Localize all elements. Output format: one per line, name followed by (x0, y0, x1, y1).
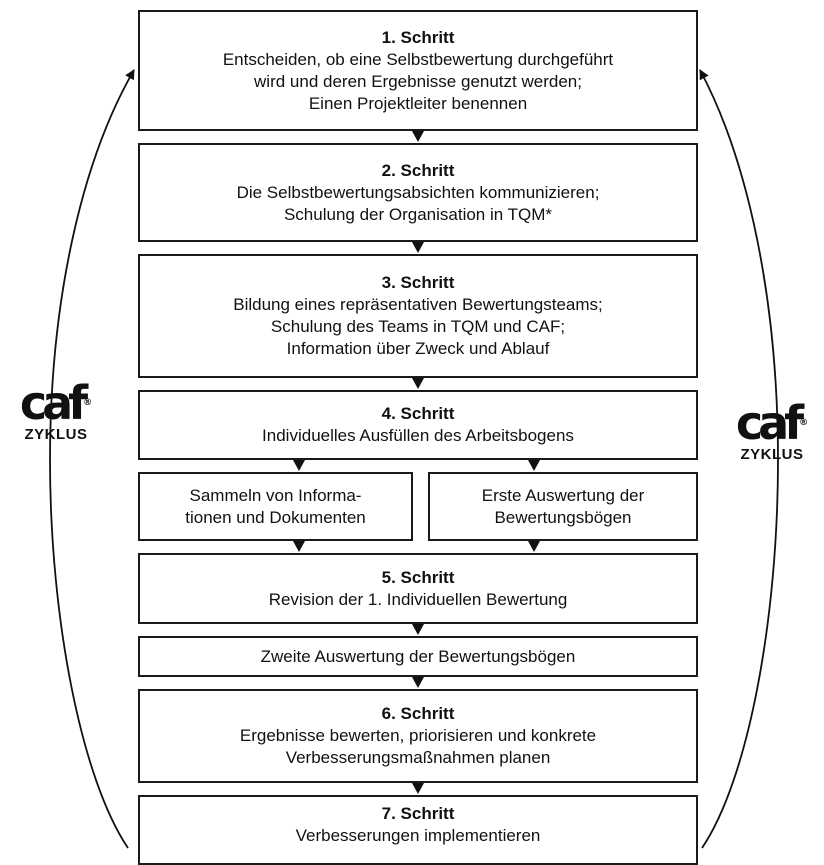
step-4a-line-1: Sammeln von Informa- (189, 485, 362, 505)
step-2-line-2: Schulung der Organisation in TQM* (283, 204, 553, 224)
caf-logo-trademark: ® (799, 418, 809, 428)
caf-logo-trademark: ® (83, 398, 93, 408)
caf-logo-left: caf® ZYKLUS (6, 380, 106, 444)
step-6-box: 6. Schritt Ergebnisse bewerten, priorisi… (138, 689, 698, 783)
arrow-4b-5 (528, 541, 540, 552)
step-3-line-2: Schulung des Teams in TQM und CAF; (270, 317, 566, 336)
arrow-1-2 (412, 131, 424, 142)
step-4a-box: Sammeln von Informa- tionen und Dokument… (138, 472, 413, 541)
step-3-box: 3. Schritt Bildung eines repräsentativen… (138, 254, 698, 378)
step-5b-box: Zweite Auswertung der Bewertungsbögen (138, 636, 698, 677)
step-2-line-1: Die Selbstbewertungsabsichten kommunizie… (236, 182, 600, 202)
step-4-title: 4. Schritt (381, 404, 455, 423)
caf-logo-text: caf (735, 396, 804, 450)
step-4b-line-1: Erste Auswertung der (481, 485, 645, 505)
arrow-2-3 (412, 242, 424, 253)
caf-logo-word: ZYKLUS (740, 446, 804, 463)
step-4-box: 4. Schritt Individuelles Ausfüllen des A… (138, 390, 698, 460)
step-7-title: 7. Schritt (381, 804, 455, 823)
caf-logo-word: ZYKLUS (24, 426, 88, 443)
step-6-line-1: Ergebnisse bewerten, priorisieren und ko… (239, 726, 597, 745)
arrow-3-4 (412, 378, 424, 389)
step-1-line-1: Entscheiden, ob eine Selbstbewertung dur… (222, 49, 614, 69)
step-5-title: 5. Schritt (381, 567, 455, 587)
arrow-5b-6 (412, 677, 424, 688)
cycle-arrow-right (699, 69, 779, 849)
step-1-title: 1. Schritt (381, 27, 455, 47)
arrow-4-4b (528, 460, 540, 471)
step-1-box: 1. Schritt Entscheiden, ob eine Selbstbe… (138, 10, 698, 131)
caf-logo-mark: caf® (6, 380, 106, 426)
step-1-line-2: wird und deren Ergebnisse genutzt werden… (254, 71, 582, 91)
caf-logo-mark: caf® (722, 400, 822, 446)
arrow-6-7 (412, 783, 424, 794)
step-5-box: 5. Schritt Revision der 1. Individuellen… (138, 553, 698, 624)
step-3-line-1: Bildung eines repräsentativen Bewertungs… (233, 295, 603, 314)
step-3-line-3: Information über Zweck und Ablauf (286, 339, 550, 358)
step-arrows (293, 131, 540, 794)
step-1-line-3: Einen Projektleiter benennen (308, 93, 528, 113)
step-6-title: 6. Schritt (381, 704, 455, 723)
caf-logo-right: caf® ZYKLUS (722, 400, 822, 464)
step-2-title: 2. Schritt (381, 160, 455, 180)
step-5-line-1: Revision der 1. Individuellen Bewertung (268, 589, 568, 609)
step-3-title: 3. Schritt (381, 273, 455, 292)
arrow-5-5b (412, 624, 424, 635)
cycle-arrow-left (49, 69, 135, 849)
step-7-box: 7. Schritt Verbesserungen implementieren (138, 795, 698, 865)
step-7-line-1: Verbesserungen implementieren (295, 826, 541, 845)
step-2-box: 2. Schritt Die Selbstbewertungsabsichten… (138, 143, 698, 242)
step-5b-line-1: Zweite Auswertung der Bewertungsbögen (260, 646, 576, 666)
arrow-4a-5 (293, 541, 305, 552)
step-4-line-1: Individuelles Ausfüllen des Arbeitsbogen… (262, 426, 574, 445)
step-6-line-2: Verbesserungsmaßnahmen planen (285, 748, 551, 767)
caf-logo-text: caf (19, 376, 88, 430)
step-4b-box: Erste Auswertung der Bewertungsbögen (428, 472, 698, 541)
step-4b-line-2: Bewertungsbögen (494, 507, 632, 527)
arrow-4-4a (293, 460, 305, 471)
step-4a-line-2: tionen und Dokumenten (185, 507, 366, 527)
